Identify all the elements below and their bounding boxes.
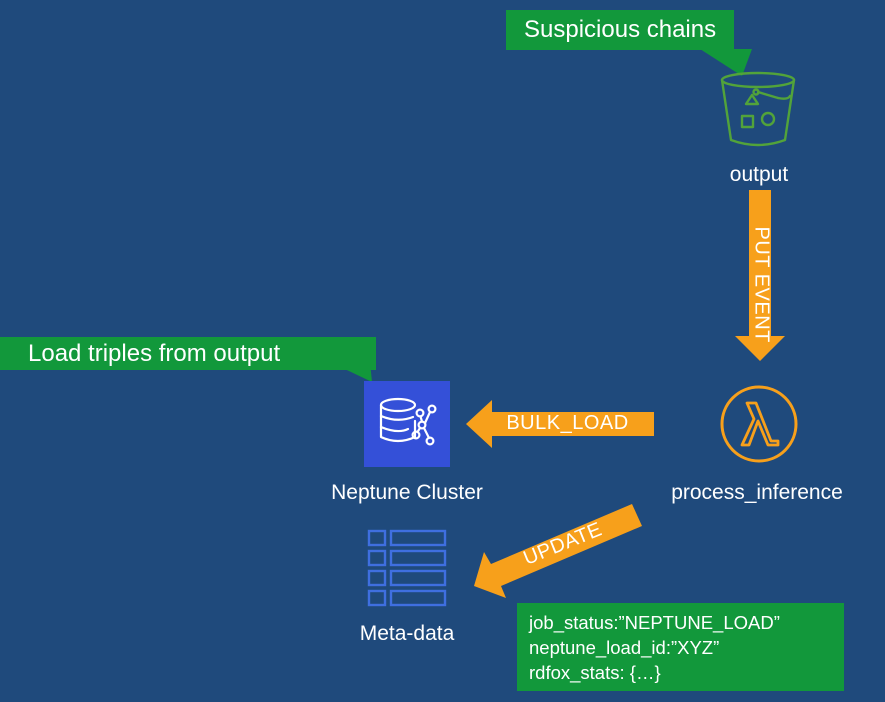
neptune-cluster-label: Neptune Cluster — [331, 481, 483, 504]
lambda-icon — [720, 385, 798, 463]
suspicious-chains-text: Suspicious chains — [524, 16, 717, 43]
put-event-label: PUT EVENT — [750, 226, 773, 343]
load-triples-callout: Load triples from output — [0, 337, 376, 370]
suspicious-callout-pointer — [700, 49, 752, 76]
s3-bucket-icon — [720, 71, 796, 147]
load-triples-text: Load triples from output — [28, 340, 281, 367]
put-event-arrow — [735, 190, 785, 361]
bulk-load-label: BULK_LOAD — [506, 412, 629, 434]
update-arrow — [474, 504, 642, 598]
neptune-icon — [364, 381, 450, 467]
rdfox-stats-line: rdfox_stats: {…} — [529, 662, 661, 683]
process-inference-label: process_inference — [671, 481, 843, 504]
output-label: output — [729, 163, 789, 186]
suspicious-chains-callout: Suspicious chains — [506, 10, 735, 50]
job-status-line: job_status:”NEPTUNE_LOAD” — [529, 612, 780, 633]
neptune-load-id-line: neptune_load_id:”XYZ” — [529, 637, 720, 658]
meta-data-label: Meta-data — [359, 622, 455, 645]
metadata-attributes-box: job_status:”NEPTUNE_LOAD” neptune_load_i… — [517, 603, 844, 691]
bulk-load-arrow — [466, 400, 654, 448]
dynamodb-table-icon — [367, 529, 447, 607]
